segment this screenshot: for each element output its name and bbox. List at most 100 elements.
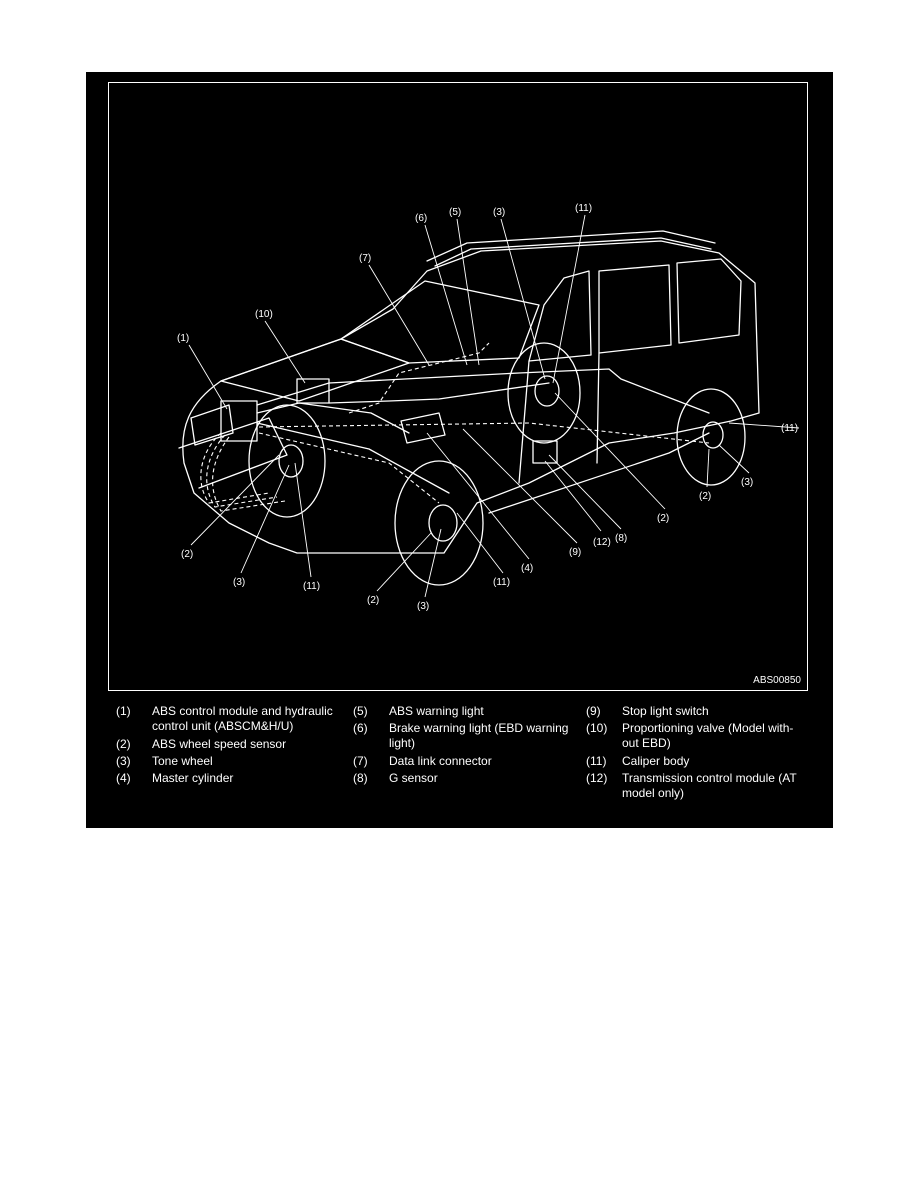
leader-2-bottom	[376, 532, 432, 592]
callout-2-mid: (2)	[657, 513, 669, 524]
grille	[190, 404, 234, 446]
rear-right-wheel	[676, 388, 746, 486]
leader-11-top	[552, 214, 586, 384]
leader-6	[424, 224, 468, 366]
legend-num: (9)	[586, 704, 601, 718]
harness-front-left	[200, 432, 270, 504]
legend-text: ABS control module and hydraulic control…	[152, 704, 333, 733]
rear-left-hub	[534, 375, 560, 407]
leader-11-left	[294, 462, 312, 578]
brake-line-front-right	[256, 422, 450, 494]
callout-4: (4)	[521, 563, 533, 574]
rear-right-hub	[702, 421, 724, 449]
callout-5: (5)	[449, 207, 461, 218]
harness-to-front-right	[258, 432, 440, 504]
hood-line	[220, 338, 410, 402]
rocker-line	[488, 432, 710, 514]
side-window-front	[528, 270, 592, 362]
callout-6: (6)	[415, 213, 427, 224]
door-line-rear	[596, 352, 600, 464]
legend-text: Proportioning valve (Model with-out EBD)	[622, 721, 794, 750]
leader-11-right	[728, 422, 800, 429]
legend-num: (6)	[353, 721, 368, 735]
leader-2-mid	[554, 392, 666, 510]
harness-front-left-3	[212, 436, 286, 512]
harness-front-left-2	[206, 434, 278, 508]
callout-12: (12)	[593, 537, 611, 548]
legend-text: Data link connector	[389, 754, 492, 768]
leader-3-bottom	[424, 528, 442, 598]
car-body-outline	[182, 240, 760, 554]
front-left-hub	[278, 444, 304, 478]
brake-line-front	[256, 402, 410, 434]
callout-11-top: (11)	[575, 203, 592, 214]
leader-2-right	[706, 448, 710, 488]
legend-text: Brake warning light (EBD warning light)	[389, 721, 569, 750]
front-right-hub	[428, 504, 458, 542]
legend-num: (10)	[586, 721, 608, 735]
legend-text: Transmission control module (AT model on…	[622, 771, 797, 800]
legend-num: (4)	[116, 771, 131, 785]
leader-9	[462, 428, 578, 544]
figure-code: ABS00850	[753, 675, 801, 686]
legend-num: (1)	[116, 704, 131, 718]
harness-to-dash	[348, 342, 490, 414]
legend-text: Tone wheel	[152, 754, 213, 768]
legend-num: (5)	[353, 704, 368, 718]
leader-4	[426, 432, 530, 560]
figure-panel: (1) (2) (2) (2) (2) (3) (3) (3) (3) (4) …	[86, 72, 833, 828]
leader-3-left	[240, 464, 290, 574]
callout-9: (9)	[569, 547, 581, 558]
callout-2-left: (2)	[181, 549, 193, 560]
legend-text: Caliper body	[622, 754, 690, 768]
callout-11-left: (11)	[303, 581, 320, 592]
legend-num: (3)	[116, 754, 131, 768]
side-window-mid	[598, 264, 672, 354]
front-left-wheel	[248, 404, 326, 518]
legend-num: (7)	[353, 754, 368, 768]
diagram-frame: (1) (2) (2) (2) (2) (3) (3) (3) (3) (4) …	[108, 82, 808, 691]
legend-text: Stop light switch	[622, 704, 709, 718]
legend-text: Master cylinder	[152, 771, 234, 785]
leader-1	[188, 344, 228, 410]
harness-to-rear	[258, 422, 710, 444]
abs-layout-diagram: (1) (2) (2) (2) (2) (3) (3) (3) (3) (4) …	[177, 203, 800, 612]
legend-num: (11)	[586, 754, 607, 768]
callout-11-bottom: (11)	[493, 577, 510, 588]
master-cylinder	[400, 412, 446, 444]
legend-text: G sensor	[389, 771, 438, 785]
legend-text: ABS warning light	[389, 704, 484, 718]
callout-3-left: (3)	[233, 577, 245, 588]
callout-3-bottom: (3)	[417, 601, 429, 612]
leader-11-bottom	[456, 512, 504, 574]
callout-2-bottom: (2)	[367, 595, 379, 606]
leader-2-left	[190, 454, 280, 546]
callout-2-right: (2)	[699, 491, 711, 502]
callout-3-top: (3)	[493, 207, 505, 218]
callout-10: (10)	[255, 309, 273, 320]
leader-8	[548, 454, 622, 530]
legend-num: (2)	[116, 737, 131, 751]
callout-7: (7)	[359, 253, 371, 264]
front-right-wheel	[394, 460, 484, 586]
abs-control-unit	[220, 400, 258, 442]
legend-text: ABS wheel speed sensor	[152, 737, 287, 751]
brake-line-rear	[256, 368, 710, 414]
callout-3-right: (3)	[741, 477, 753, 488]
roof-rail	[426, 230, 716, 262]
legend: (1) ABS control module and hydraulic con…	[116, 704, 816, 824]
side-window-rear	[676, 258, 742, 344]
bumper	[178, 417, 288, 489]
leader-12	[544, 460, 602, 532]
transmission-control-module	[532, 440, 558, 464]
rear-left-wheel	[507, 342, 581, 444]
legend-num: (12)	[586, 771, 608, 785]
leader-7	[368, 264, 430, 366]
leader-5	[456, 218, 480, 366]
callout-1: (1)	[177, 333, 189, 344]
brake-line-main	[328, 382, 550, 404]
legend-num: (8)	[353, 771, 368, 785]
roof-rail-inner	[434, 237, 712, 267]
leader-3-right	[718, 444, 750, 474]
callout-11-right: (11)	[781, 423, 798, 434]
